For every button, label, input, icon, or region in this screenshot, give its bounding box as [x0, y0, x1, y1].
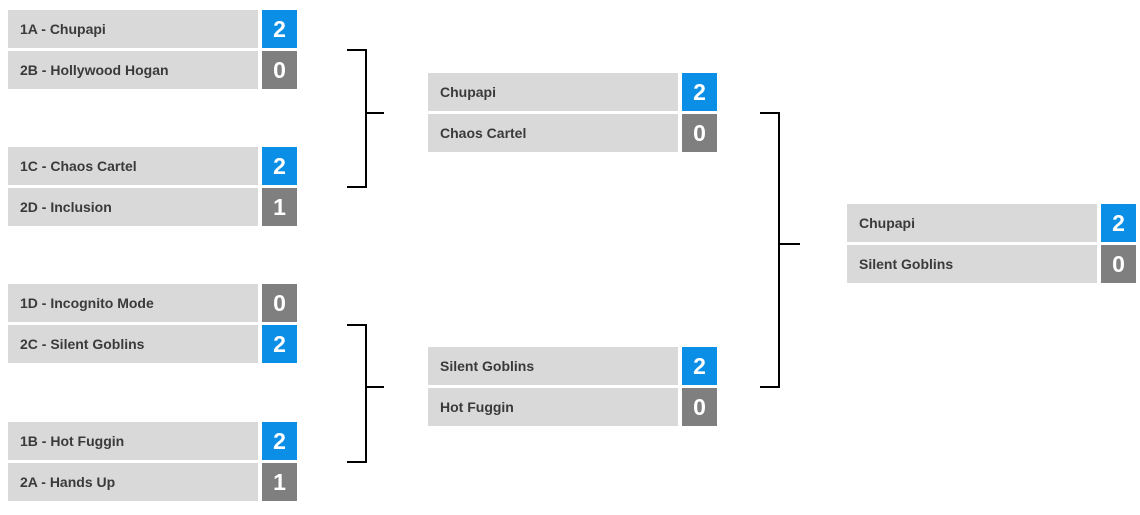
- team-score: 0: [682, 114, 717, 152]
- team-score: 2: [682, 73, 717, 111]
- team-score: 2: [262, 10, 297, 48]
- bracket-connector-final-out: [780, 243, 800, 245]
- team-score: 2: [262, 422, 297, 460]
- team-name: Chupapi: [428, 73, 678, 111]
- team-score: 1: [262, 188, 297, 226]
- match-final: Chupapi 2 Silent Goblins 0: [847, 204, 1136, 286]
- team-name: Silent Goblins: [847, 245, 1097, 283]
- team-name: 2D - Inclusion: [8, 188, 258, 226]
- team-name: Silent Goblins: [428, 347, 678, 385]
- team-score: 1: [262, 463, 297, 501]
- match-round1-4: 1B - Hot Fuggin 2 2A - Hands Up 1: [8, 422, 297, 504]
- team-row[interactable]: Hot Fuggin 0: [428, 388, 717, 426]
- bracket-connector-bottom: [347, 324, 367, 463]
- team-row[interactable]: Silent Goblins 2: [428, 347, 717, 385]
- team-row[interactable]: Chupapi 2: [428, 73, 717, 111]
- team-row[interactable]: 2D - Inclusion 1: [8, 188, 297, 226]
- team-score: 2: [1101, 204, 1136, 242]
- team-name: Hot Fuggin: [428, 388, 678, 426]
- match-round1-1: 1A - Chupapi 2 2B - Hollywood Hogan 0: [8, 10, 297, 92]
- team-score: 2: [262, 147, 297, 185]
- team-name: 1A - Chupapi: [8, 10, 258, 48]
- match-round1-3: 1D - Incognito Mode 0 2C - Silent Goblin…: [8, 284, 297, 366]
- team-name: Chupapi: [847, 204, 1097, 242]
- team-row[interactable]: Chupapi 2: [847, 204, 1136, 242]
- bracket-connector-final: [760, 112, 780, 388]
- team-name: 1D - Incognito Mode: [8, 284, 258, 322]
- team-row[interactable]: 1B - Hot Fuggin 2: [8, 422, 297, 460]
- team-row[interactable]: 1C - Chaos Cartel 2: [8, 147, 297, 185]
- team-score: 0: [262, 51, 297, 89]
- match-semifinal-1: Chupapi 2 Chaos Cartel 0: [428, 73, 717, 155]
- team-name: 2A - Hands Up: [8, 463, 258, 501]
- team-name: 1C - Chaos Cartel: [8, 147, 258, 185]
- team-score: 2: [682, 347, 717, 385]
- team-row[interactable]: 1A - Chupapi 2: [8, 10, 297, 48]
- team-score: 0: [262, 284, 297, 322]
- team-name: 2B - Hollywood Hogan: [8, 51, 258, 89]
- team-row[interactable]: Chaos Cartel 0: [428, 114, 717, 152]
- team-score: 0: [1101, 245, 1136, 283]
- team-row[interactable]: 2A - Hands Up 1: [8, 463, 297, 501]
- match-round1-2: 1C - Chaos Cartel 2 2D - Inclusion 1: [8, 147, 297, 229]
- team-row[interactable]: Silent Goblins 0: [847, 245, 1136, 283]
- team-row[interactable]: 1D - Incognito Mode 0: [8, 284, 297, 322]
- team-score: 0: [682, 388, 717, 426]
- team-row[interactable]: 2B - Hollywood Hogan 0: [8, 51, 297, 89]
- team-row[interactable]: 2C - Silent Goblins 2: [8, 325, 297, 363]
- bracket-connector-top: [347, 49, 367, 188]
- bracket-connector-bottom-out: [367, 386, 384, 388]
- team-score: 2: [262, 325, 297, 363]
- team-name: 1B - Hot Fuggin: [8, 422, 258, 460]
- team-name: Chaos Cartel: [428, 114, 678, 152]
- match-semifinal-2: Silent Goblins 2 Hot Fuggin 0: [428, 347, 717, 429]
- bracket-connector-top-out: [367, 112, 384, 114]
- team-name: 2C - Silent Goblins: [8, 325, 258, 363]
